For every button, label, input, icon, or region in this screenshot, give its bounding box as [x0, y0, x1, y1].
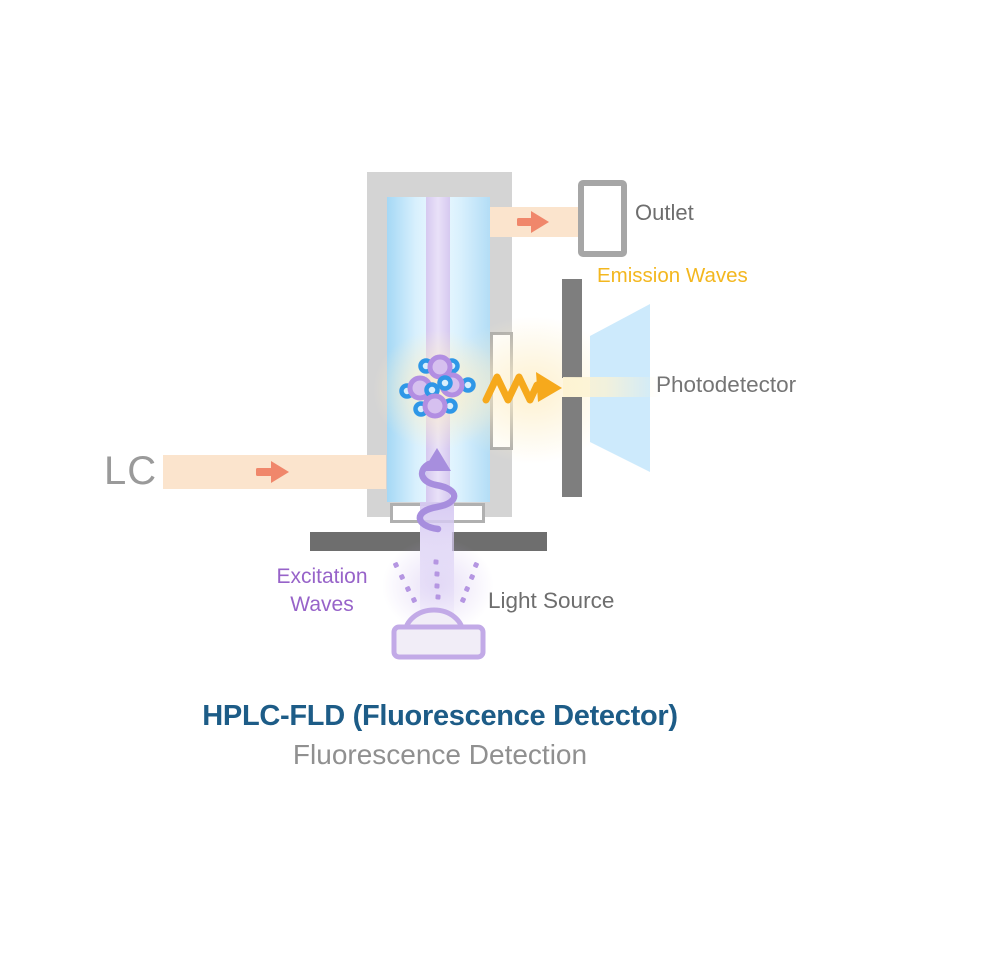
outlet-port: [578, 180, 627, 257]
diagram-subtitle: Fluorescence Detection: [292, 739, 588, 770]
light-source-label: Light Source: [488, 588, 615, 613]
emission-beam-through-slit: [563, 377, 660, 397]
excitation-waves-line1: Excitation: [276, 565, 368, 588]
emission-waves-label: Emission Waves: [597, 264, 748, 287]
support-bar-right: [452, 532, 547, 551]
lc-inlet-tube: [163, 455, 386, 489]
outlet-label: Outlet: [635, 200, 694, 225]
excitation-beam-below-cell: [420, 502, 454, 624]
excitation-waves-line2: Waves: [290, 593, 354, 616]
slit-plate-bottom: [562, 397, 582, 497]
support-bar-left: [310, 532, 420, 551]
outlet-tube: [490, 207, 578, 237]
diagram-title: HPLC-FLD (Fluorescence Detector): [202, 700, 678, 732]
slit-plate-top: [562, 279, 582, 378]
photodetector-label: Photodetector: [656, 372, 797, 397]
lc-label: LC: [104, 449, 158, 493]
excitation-waves-label: Excitation Waves: [250, 563, 394, 619]
